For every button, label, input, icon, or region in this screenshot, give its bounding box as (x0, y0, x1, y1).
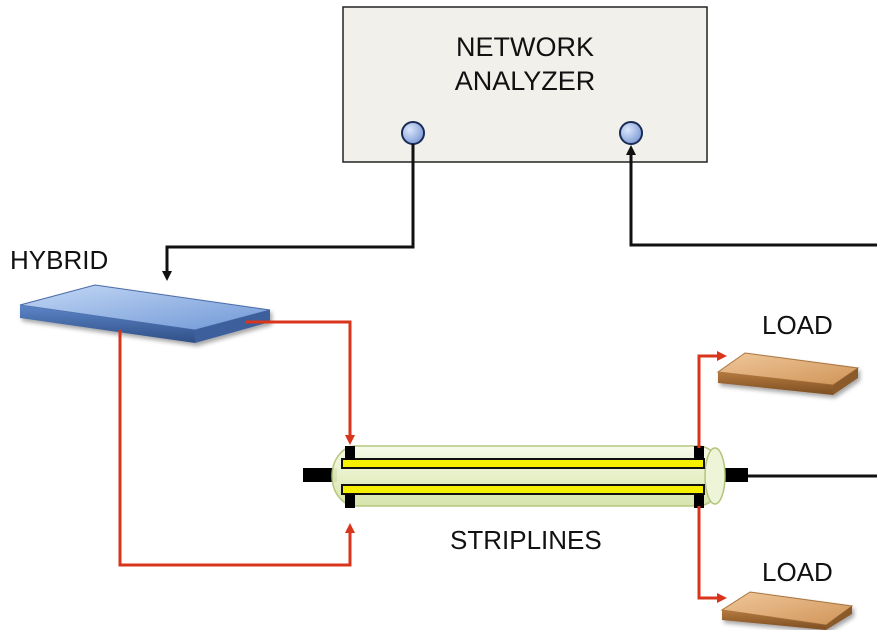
analyzer-port-left (401, 121, 425, 145)
hybrid-label: HYBRID (10, 245, 109, 275)
striplines-label: STRIPLINES (450, 525, 602, 555)
hybrid-block (19, 284, 271, 343)
cable-analyzer-to-hybrid (162, 144, 415, 281)
load-top-block (716, 352, 860, 395)
network-analyzer-line1: NETWORK (456, 32, 594, 62)
stripline-to-load-bottom-line (697, 506, 727, 603)
load-top-label: LOAD (762, 310, 833, 340)
striplines-assembly (303, 445, 748, 508)
hybrid-output-bottom-line (118, 330, 355, 567)
stripline-top (341, 458, 705, 469)
stripline-bottom (341, 484, 705, 495)
network-analyzer-label: NETWORK ANALYZER (343, 30, 707, 98)
load-bottom-block (720, 591, 854, 630)
stripline-to-load-top-line (697, 351, 727, 448)
analyzer-port-right (619, 121, 643, 145)
hybrid-output-top-line (245, 320, 355, 445)
cable-return-to-analyzer (626, 145, 877, 247)
network-analyzer-line2: ANALYZER (454, 66, 596, 96)
load-bottom-label: LOAD (762, 557, 833, 587)
